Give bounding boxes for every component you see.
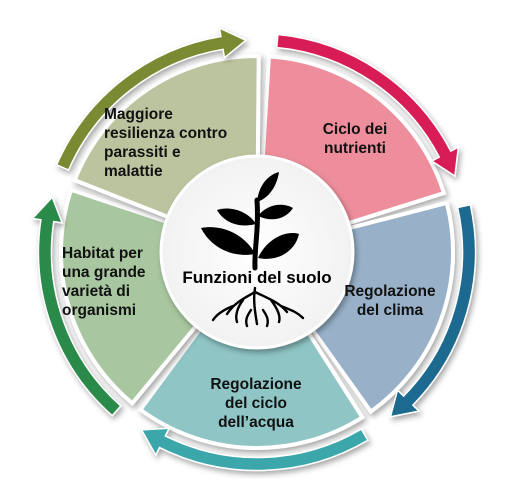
arrows-layer bbox=[30, 26, 477, 472]
center-title: Funzioni del suolo bbox=[182, 268, 332, 287]
arrow-resilienza bbox=[55, 26, 248, 172]
segment-label-acqua: Regolazione del ciclo dell’acqua bbox=[210, 376, 302, 431]
arrow-nutrienti bbox=[275, 33, 460, 178]
segment-label-clima: Regolazione del clima bbox=[344, 283, 436, 319]
arrow-clima bbox=[389, 203, 477, 418]
arrow-habitat bbox=[30, 195, 122, 417]
segment-label-nutrienti: Ciclo dei nutrienti bbox=[322, 121, 388, 157]
plant-with-roots-icon bbox=[201, 172, 305, 328]
segment-label-resilienza: Maggiore resilienza contro parassiti e m… bbox=[104, 106, 228, 180]
arrow-acqua bbox=[140, 427, 369, 472]
segment-label-habitat: Habitat per una grande varietà di organi… bbox=[62, 245, 146, 319]
